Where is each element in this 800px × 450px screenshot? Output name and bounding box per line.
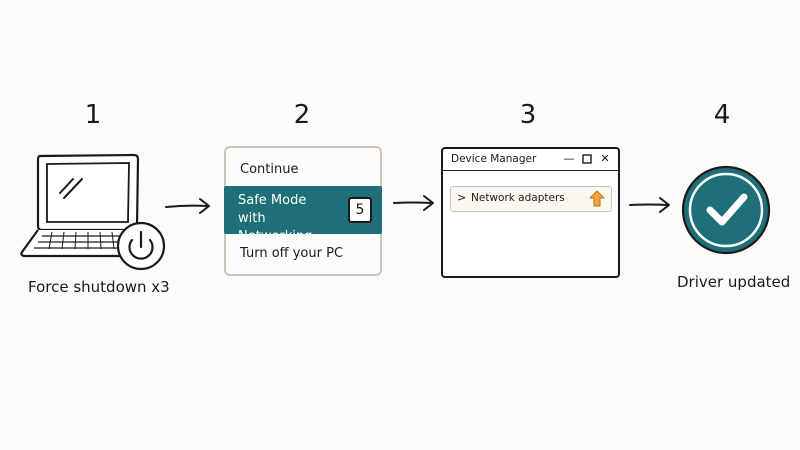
step-4-caption: Driver updated xyxy=(677,273,791,291)
minimize-icon[interactable]: — xyxy=(563,152,575,165)
checkmark-circle-icon xyxy=(681,165,771,255)
step-number-2: 2 xyxy=(293,100,311,130)
arrow-right-icon xyxy=(629,197,670,213)
boot-options-menu: Continue Safe Mode with Networking 5 Tur… xyxy=(224,146,382,276)
step-number-4: 4 xyxy=(713,100,731,130)
chevron-right-icon[interactable]: > xyxy=(457,191,467,204)
countdown-badge: 5 xyxy=(348,197,372,223)
window-title: Device Manager xyxy=(451,153,537,165)
boot-option-safe-mode-label: Safe Mode with Networking xyxy=(238,193,313,244)
device-manager-window: Device Manager — ✕ > Network adapters xyxy=(441,147,620,278)
step-1-caption: Force shutdown x3 xyxy=(28,278,170,296)
boot-option-safe-mode-networking[interactable]: Safe Mode with Networking 5 xyxy=(224,186,382,244)
update-arrow-icon xyxy=(589,190,605,207)
step-number-3: 3 xyxy=(519,100,537,130)
step-number-1: 1 xyxy=(84,100,102,130)
close-icon[interactable]: ✕ xyxy=(600,152,610,165)
boot-option-turn-off[interactable]: Turn off your PC xyxy=(240,246,344,261)
maximize-icon[interactable] xyxy=(580,151,594,167)
power-icon xyxy=(116,221,166,271)
tree-item-network-adapters[interactable]: > Network adapters xyxy=(450,186,612,212)
tree-item-label: Network adapters xyxy=(471,192,565,204)
arrow-right-icon xyxy=(393,195,434,211)
window-titlebar: Device Manager — ✕ xyxy=(443,149,618,171)
laptop-icon xyxy=(20,153,166,271)
boot-option-continue[interactable]: Continue xyxy=(240,162,299,177)
arrow-right-icon xyxy=(165,198,210,214)
